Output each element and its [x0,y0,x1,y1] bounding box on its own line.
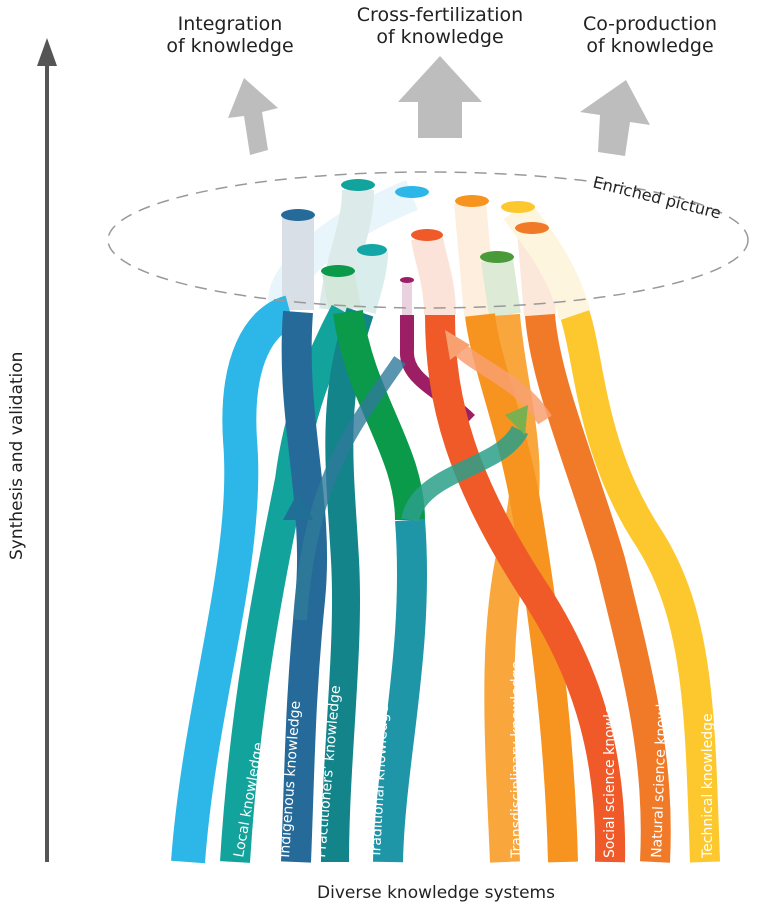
label-technical: Technical knowledge [700,713,716,859]
strand-local [220,304,359,863]
cross-arrow-blue [293,356,406,621]
x-axis-label: Diverse knowledge systems [317,883,555,903]
label-social-science: Social science knowledge [602,679,618,858]
outcome-integration: Integration of knowledge [150,13,310,57]
arrowhead-green-icon [505,405,528,435]
up-arrow-integration-icon [228,78,278,155]
arrowhead-orange-icon [445,330,470,360]
outcome-cross-fertilization: Cross-fertilization of knowledge [330,4,550,48]
outcome-co-production: Co-production of knowledge [560,13,740,57]
label-transdisciplinary: Transdisciplinary knowledge [509,661,525,859]
strand-technical [560,310,720,863]
y-axis-label: Synthesis and validation [7,352,27,560]
outcome-subtitle: of knowledge [166,35,294,57]
outcome-subtitle: of knowledge [376,26,504,48]
strand-indigenous [281,310,328,863]
cross-arrow-green [401,425,529,523]
strand-practitioners [321,307,374,863]
enriched-picture-label: Enriched picture [591,172,723,222]
outcome-title: Co-production [582,13,718,35]
up-arrow-cross-fertilization-icon [398,56,482,138]
arrowhead-blue-icon [283,492,313,520]
strand-social-science [425,314,626,863]
label-natural-science: Natural science knowledge [649,669,672,859]
strand-natural-science [525,313,671,863]
outcome-title: Integration [177,13,283,35]
y-axis-arrowhead-icon [37,38,57,66]
strand-light-blue [171,295,296,864]
strand-green [333,309,425,521]
outcome-title: Cross-fertilization [356,4,524,26]
enriched-picture-ellipse [107,171,749,309]
cross-arrow-orange [449,339,552,425]
up-arrow-co-production-icon [580,80,650,156]
outcome-subtitle: of knowledge [586,35,714,57]
strand-traditional [373,518,428,863]
strand-caps [281,179,549,283]
